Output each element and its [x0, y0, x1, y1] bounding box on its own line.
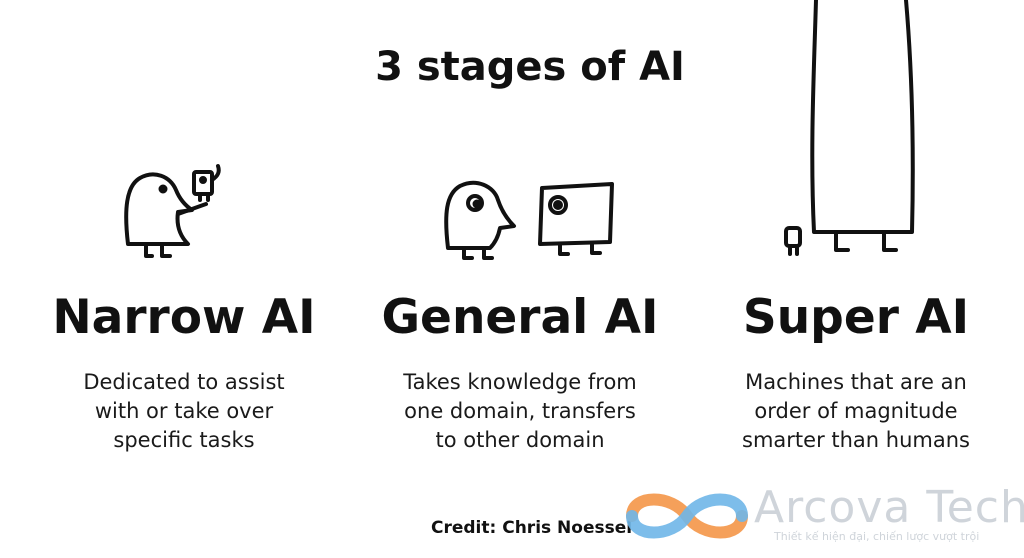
stage-description: Takes knowledge from one domain, transfe… [403, 370, 637, 452]
credit-line: Credit: Chris Noessel [431, 518, 633, 538]
general-ai-bird-illustration [444, 180, 516, 260]
page-title: 3 stages of AI [375, 44, 685, 90]
stage-title: General AI [381, 290, 659, 345]
watermark-tagline: Thiết kế hiện đại, chiến lược vượt trội [774, 530, 980, 543]
infinity-logo-icon [626, 493, 748, 539]
watermark-brand: Arcova Tech [754, 482, 1024, 533]
stage-description: Dedicated to assist with or take over sp… [83, 370, 285, 452]
narrow-ai-small-robot-icon [192, 164, 221, 202]
super-ai-tall-robot-illustration [810, 0, 915, 252]
general-ai-square-robot-illustration [538, 182, 614, 256]
watermark-logo: Arcova Tech Thiết kế hiện đại, chiến lượ… [622, 482, 1024, 552]
stage-description: Machines that are an order of magnitude … [742, 370, 970, 452]
narrow-ai-bird-illustration [124, 172, 208, 258]
stage-title: Super AI [742, 290, 970, 345]
stage-title: Narrow AI [52, 290, 316, 345]
super-ai-tiny-figure-icon [784, 226, 802, 256]
